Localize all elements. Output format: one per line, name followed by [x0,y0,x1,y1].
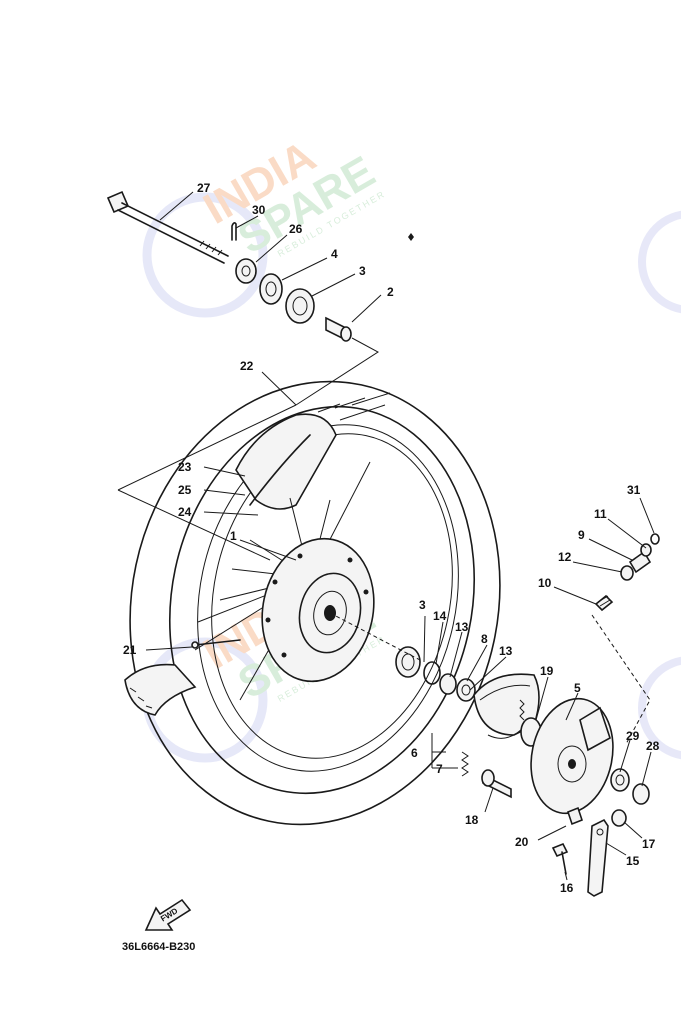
oil-seal-4 [259,273,283,305]
callout-7: 7 [436,762,443,776]
callout-3-lower: 3 [419,598,426,612]
collar-29 [610,768,630,792]
callout-10: 10 [538,576,552,590]
callout-29: 29 [626,729,640,743]
callout-13-a: 13 [455,620,469,634]
inner-tube-section [235,413,337,510]
callout-numbers: 27 30 26 4 3 2 22 23 25 24 1 21 31 11 9 … [123,181,660,895]
washer-11 [640,543,652,557]
spacer-collar-2 [325,316,352,342]
circlip-14 [423,661,441,685]
callout-5: 5 [574,681,581,695]
washer-13-a [439,673,457,695]
seal-12 [620,565,634,581]
callout-28: 28 [646,739,660,753]
brake-panel [530,697,614,815]
diagram-code: 36L6664-B230 [122,941,195,953]
oring-31 [650,533,660,545]
callout-14: 14 [433,609,447,623]
speedo-gear-10 [594,594,614,612]
callout-2: 2 [387,285,394,299]
callout-8: 8 [481,632,488,646]
callout-1: 1 [230,529,237,543]
bolt-16 [551,842,569,875]
fwd-arrow-icon: FWD [144,898,192,931]
spring-7 [461,751,469,777]
callout-18: 18 [465,813,479,827]
callout-26: 26 [289,222,303,236]
callout-27: 27 [197,181,211,195]
bearing-3-upper [285,288,315,324]
callout-4: 4 [331,247,338,261]
brake-cam-18 [481,769,512,799]
leader-lines [117,191,655,881]
bearing-3-lower [395,646,421,678]
callout-21: 21 [123,643,137,657]
callout-19: 19 [540,664,554,678]
callout-12: 12 [558,550,572,564]
nut-28 [632,783,650,805]
callout-22: 22 [240,359,254,373]
camshaft-lever-15 [587,818,609,897]
gear-8 [456,678,476,702]
callout-9: 9 [578,528,585,542]
nut-17 [611,809,627,827]
callout-11: 11 [594,507,607,521]
bushing-9 [628,550,652,574]
cotter-pin [231,222,237,241]
axle-nut [235,258,257,284]
callout-23: 23 [178,460,192,474]
indicator-plate-20 [567,806,583,826]
rim-band-section [124,663,197,716]
callout-13-b: 13 [499,644,513,658]
callout-6: 6 [411,746,418,760]
callout-25: 25 [178,483,192,497]
callout-17: 17 [642,837,656,851]
spoke-nipple [191,639,241,649]
axle-shaft [106,190,229,264]
tire [129,380,501,826]
callout-20: 20 [515,835,529,849]
callout-31: 31 [627,483,641,497]
callout-16: 16 [560,881,574,895]
small-mark [408,233,414,241]
spring-19 [519,699,525,721]
callout-3-upper: 3 [359,264,366,278]
watermark-edge-rings [638,210,681,760]
callout-15: 15 [626,854,640,868]
callout-24: 24 [178,505,192,519]
callout-30: 30 [252,203,266,217]
